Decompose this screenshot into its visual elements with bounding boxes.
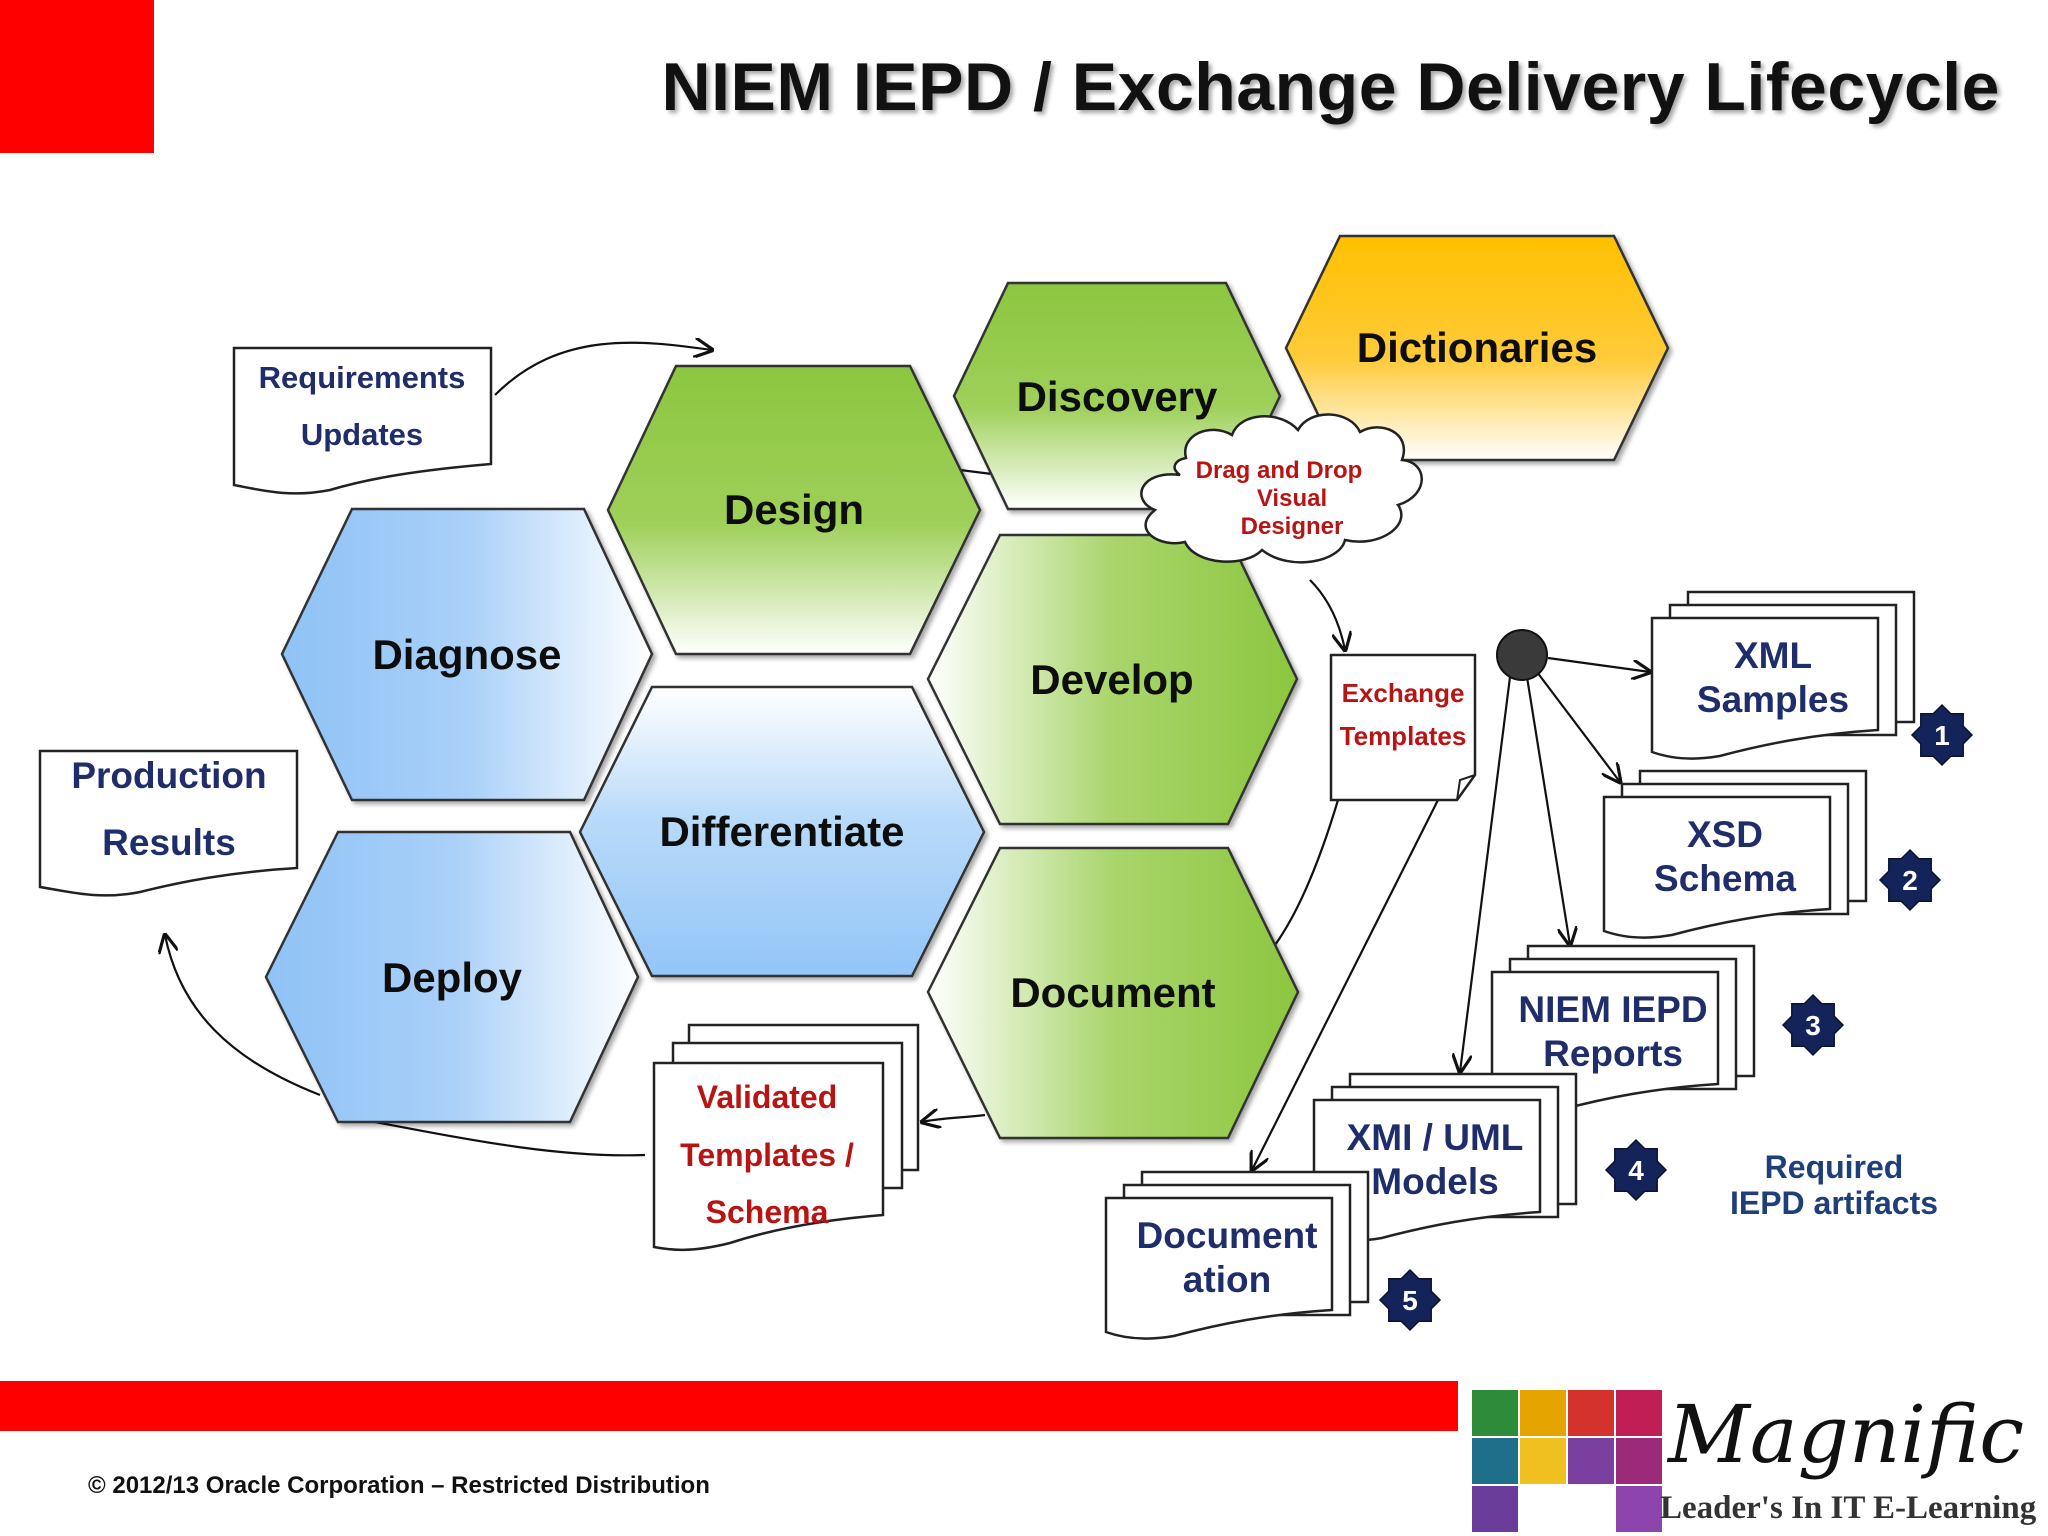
arrow-hub-to-xsd xyxy=(1536,671,1620,782)
arrow-requirements-to-design xyxy=(494,343,712,396)
footer-red-bar xyxy=(0,1381,1458,1431)
arrow-hub-to-xmi xyxy=(1460,676,1512,1072)
note-requirements-line-2: Updates xyxy=(301,417,423,452)
artifact-2-line-2: Schema xyxy=(1654,858,1796,899)
cloud-drag-drop-designer: Drag and Drop Visual Designer xyxy=(1140,413,1423,564)
badge-3: 3 xyxy=(1781,993,1845,1057)
arrow-templates-to-documentation xyxy=(1252,799,1439,1170)
required-label-line-2: IEPD artifacts xyxy=(1730,1185,1938,1221)
footer-copyright: © 2012/13 Oracle Corporation – Restricte… xyxy=(88,1472,710,1499)
required-label-line-1: Required xyxy=(1765,1149,1904,1185)
arrow-deploy-to-production xyxy=(165,935,321,1097)
cloud-line-3: Designer xyxy=(1241,513,1344,540)
hex-develop[interactable]: Develop xyxy=(926,533,1299,826)
badge-3-number: 3 xyxy=(1805,1010,1821,1041)
brand-tagline: Leader's In IT E-Learning xyxy=(1660,1490,2037,1526)
badge-2-number: 2 xyxy=(1902,865,1918,896)
hex-dictionaries-label: Dictionaries xyxy=(1357,324,1597,371)
badge-1: 1 xyxy=(1910,703,1974,767)
artifact-1-line-1: XML xyxy=(1734,635,1812,676)
note-production-results: Production Results xyxy=(38,749,299,897)
hex-develop-label: Develop xyxy=(1030,656,1193,703)
hex-design[interactable]: Design xyxy=(606,364,982,656)
hex-differentiate[interactable]: Differentiate xyxy=(578,685,986,978)
note-exchange-templates: Exchange Templates xyxy=(1329,653,1477,802)
magnific-logo-icon xyxy=(1472,1390,1662,1532)
note-validated-templates: Validated Templates / Schema xyxy=(652,1023,920,1252)
arrow-hub-to-reports xyxy=(1525,676,1570,945)
artifact-4-line-1: XMI / UML xyxy=(1347,1117,1524,1158)
badge-5-number: 5 xyxy=(1402,1285,1418,1316)
hex-discovery-label: Discovery xyxy=(1017,373,1218,420)
note-requirements-updates: Requirements Updates xyxy=(232,346,493,495)
artifact-4-line-2: Models xyxy=(1371,1161,1498,1202)
arrow-document-to-validated xyxy=(922,1115,986,1122)
artifact-3-line-1: NIEM IEPD xyxy=(1518,989,1707,1030)
hub-dot xyxy=(1496,629,1548,681)
hex-differentiate-label: Differentiate xyxy=(659,808,904,855)
line-validated-to-deploy xyxy=(374,1120,646,1157)
connectors xyxy=(165,343,1650,1170)
artifact-5-line-1: Document xyxy=(1137,1215,1318,1256)
hex-diagnose-label: Diagnose xyxy=(372,631,561,678)
badge-4: 4 xyxy=(1604,1138,1668,1202)
note-requirements-line-1: Requirements xyxy=(259,360,466,395)
artifact-5-line-2: ation xyxy=(1183,1259,1271,1300)
arrow-hub-to-xml xyxy=(1547,656,1650,672)
hex-deploy[interactable]: Deploy xyxy=(264,830,640,1124)
hex-design-label: Design xyxy=(724,486,864,533)
artifact-2-line-1: XSD xyxy=(1687,814,1763,855)
artifact-3-line-2: Reports xyxy=(1543,1033,1683,1074)
badge-4-number: 4 xyxy=(1628,1155,1644,1186)
note-exchange-line-1: Exchange xyxy=(1342,678,1465,708)
arrow-cloud-to-templates xyxy=(1309,579,1345,650)
cloud-line-1: Drag and Drop xyxy=(1196,457,1363,484)
corner-red-block xyxy=(0,0,154,153)
note-validated-line-3: Schema xyxy=(706,1194,829,1230)
brand-name: Magnific xyxy=(1668,1388,2025,1481)
page-title: NIEM IEPD / Exchange Delivery Lifecycle xyxy=(661,49,2000,125)
hex-document[interactable]: Document xyxy=(926,846,1300,1140)
artifact-1-line-2: Samples xyxy=(1697,679,1849,720)
note-production-line-2: Results xyxy=(102,822,236,863)
line-templates-to-document xyxy=(1274,799,1340,946)
cloud-line-2: Visual xyxy=(1257,485,1327,512)
note-exchange-line-2: Templates xyxy=(1340,721,1467,751)
badge-1-number: 1 xyxy=(1934,720,1950,751)
badge-2: 2 xyxy=(1878,848,1942,912)
hex-diagnose[interactable]: Diagnose xyxy=(280,507,654,802)
badge-5: 5 xyxy=(1378,1268,1442,1332)
note-validated-line-1: Validated xyxy=(697,1079,838,1115)
hex-deploy-label: Deploy xyxy=(382,954,523,1001)
hex-dictionaries[interactable]: Dictionaries xyxy=(1284,234,1670,462)
hex-document-label: Document xyxy=(1010,969,1215,1016)
note-validated-line-2: Templates / xyxy=(680,1137,854,1173)
note-production-line-1: Production xyxy=(71,755,266,796)
